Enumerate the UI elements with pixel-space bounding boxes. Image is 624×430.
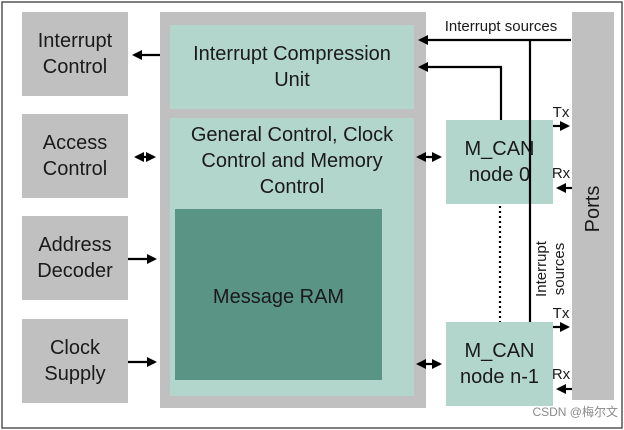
access-control-label: Access Control (22, 129, 128, 183)
access-control-line1: Access (42, 132, 108, 154)
general-control-line3: Control (259, 176, 325, 198)
clock-supply-label: Clock Supply (22, 334, 128, 388)
interrupt-sources-vertical-label: Interrupt sources (533, 227, 569, 311)
mcan-node-n1-line2: node n-1 (460, 366, 539, 388)
mcan-node-0-line2: node 0 (468, 164, 531, 186)
node0-rx-label: Rx (551, 165, 571, 182)
interrupt-source-line-node0 (418, 62, 503, 120)
icu-line1: Interrupt Compression (193, 43, 391, 65)
interrupt-sources-top-label: Interrupt sources (444, 18, 558, 35)
access-control-block (22, 114, 128, 198)
icu-line2: Unit (274, 69, 310, 91)
interrupt-control-line1: Interrupt (37, 30, 113, 52)
general-control-label: General Control, Clock Control and Memor… (170, 121, 414, 201)
address-decoder-line2: Decoder (37, 260, 113, 282)
ports-label: Ports (582, 185, 604, 233)
message-ram-block (175, 209, 382, 380)
address-decoder-block (22, 216, 128, 300)
general-control-line2: Control and Memory (201, 150, 383, 172)
interrupt-sources-vertical-line2: sources (551, 242, 568, 296)
mcan-node-0-block (446, 120, 553, 204)
interrupt-control-label: Interrupt Control (22, 27, 128, 81)
access-control-line2: Control (42, 158, 108, 180)
general-control-line1: General Control, Clock (190, 124, 394, 146)
message-ram-label: Message RAM (212, 286, 345, 308)
mcan-node-n1-block (446, 322, 553, 406)
noden1-rx-label: Rx (551, 366, 571, 383)
mcan-node-n1-label: M_CAN node n-1 (446, 337, 553, 391)
interrupt-control-block (22, 12, 128, 96)
interrupt-sources-vertical-line1: Interrupt (533, 241, 550, 297)
icu-block (170, 25, 414, 109)
ports-block (572, 12, 614, 400)
clock-supply-line2: Supply (44, 363, 106, 385)
address-decoder-line1: Address (38, 234, 112, 256)
clock-supply-line1: Clock (49, 337, 100, 359)
mcan-node-0-line1: M_CAN (464, 138, 535, 160)
clock-supply-block (22, 319, 128, 403)
watermark: CSDN @梅尔文 (532, 405, 618, 419)
node0-tx-label: Tx (552, 104, 570, 121)
noden1-tx-label: Tx (552, 305, 570, 322)
interrupt-control-line2: Control (42, 56, 108, 78)
mcan-node-0-label: M_CAN node 0 (446, 135, 553, 189)
address-decoder-label: Address Decoder (22, 231, 128, 285)
icu-label: Interrupt Compression Unit (170, 40, 414, 94)
mcan-node-n1-line1: M_CAN (464, 340, 535, 362)
